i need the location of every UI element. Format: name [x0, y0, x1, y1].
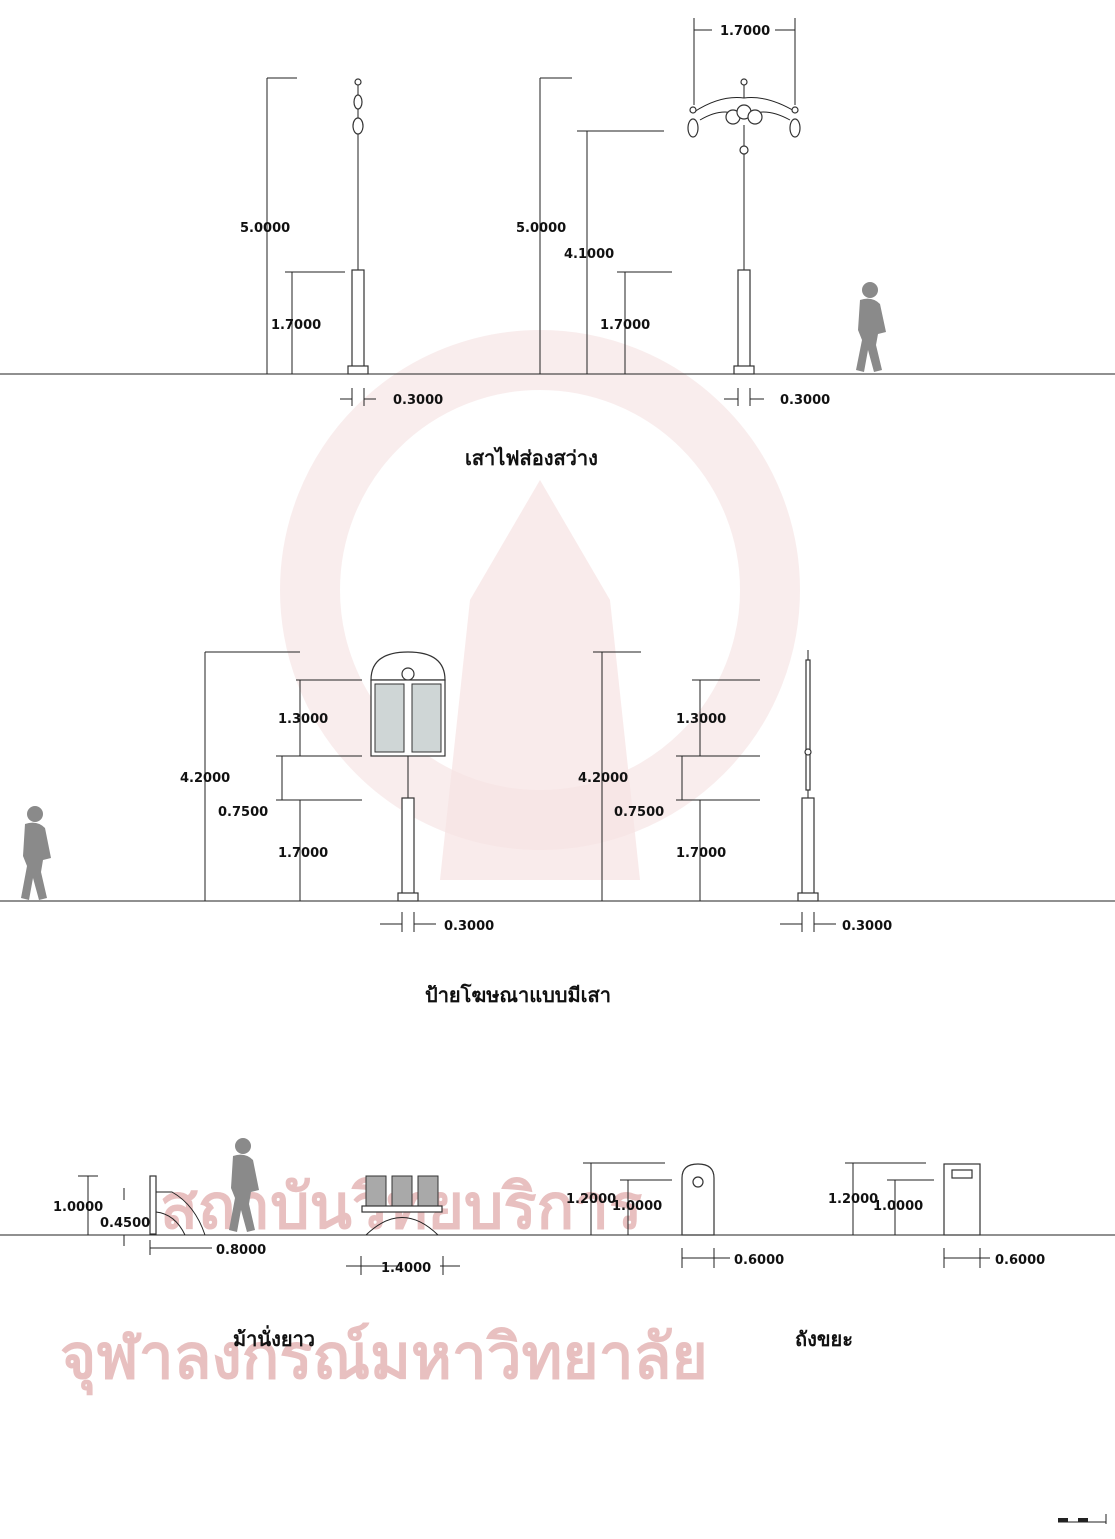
- bin1-body-label: 1.0000: [612, 1199, 662, 1214]
- bin1-height-label: 1.2000: [566, 1192, 616, 1207]
- billboard-1: [370, 651, 446, 902]
- bench1-height-label: 1.0000: [53, 1200, 103, 1215]
- billboard1-panel-label: 1.3000: [278, 712, 328, 727]
- lamp2-base-label: 1.7000: [600, 318, 650, 333]
- billboard1-gap-label: 0.7500: [218, 805, 268, 820]
- bench1-dimensions: [78, 1175, 212, 1255]
- bin2-body-label: 1.0000: [873, 1199, 923, 1214]
- bench-side-view: [149, 1175, 206, 1236]
- caption-lamps: เสาไฟส่องสว่าง: [465, 446, 598, 470]
- billboard1-height-label: 4.2000: [180, 771, 230, 786]
- trash-bin-2: [943, 1163, 981, 1236]
- bench1-seat-label: 0.4500: [100, 1216, 150, 1231]
- bin2-dimensions: [845, 1162, 990, 1268]
- bench2-dimensions: [346, 1256, 460, 1275]
- lamp2-dimensions: [539, 18, 796, 406]
- person-silhouette-icon: [229, 1138, 259, 1232]
- lamp2-arm-label: 4.1000: [564, 247, 614, 262]
- billboard-2: [797, 650, 819, 902]
- watermark-line2: จุฬาลงกรณ์มหาวิทยาลัย: [60, 1320, 708, 1395]
- bin1-dimensions: [583, 1162, 730, 1268]
- billboard2-height-label: 4.2000: [578, 771, 628, 786]
- bin2-height-label: 1.2000: [828, 1192, 878, 1207]
- lamp1-width-label: 0.3000: [393, 393, 443, 408]
- bin2-width-label: 0.6000: [995, 1253, 1045, 1268]
- billboard2-panel-label: 1.3000: [676, 712, 726, 727]
- lamp-post-2: [687, 78, 801, 375]
- billboard2-gap-label: 0.7500: [614, 805, 664, 820]
- caption-bins: ถังขยะ: [795, 1327, 853, 1351]
- lamp2-width-label: 0.3000: [780, 393, 830, 408]
- billboard1-base-label: 1.7000: [278, 846, 328, 861]
- bench2-length-label: 1.4000: [381, 1261, 431, 1276]
- billboard2-width-label: 0.3000: [842, 919, 892, 934]
- caption-billboards: ป้ายโฆษณาแบบมีเสา: [425, 983, 611, 1007]
- watermark: สถาบันวิทยบริการ จุฬาลงกรณ์มหาวิทยาลัย: [60, 330, 800, 1395]
- billboard2-base-label: 1.7000: [676, 846, 726, 861]
- billboard1-dimensions: [204, 651, 436, 932]
- bench1-depth-label: 0.8000: [216, 1243, 266, 1258]
- caption-benches: ม้านั่งยาว: [233, 1324, 315, 1351]
- bin1-width-label: 0.6000: [734, 1253, 784, 1268]
- lamp1-dimensions: [266, 77, 376, 406]
- lamp1-base-label: 1.7000: [271, 318, 321, 333]
- lamp2-span-label: 1.7000: [720, 24, 770, 39]
- billboard1-width-label: 0.3000: [444, 919, 494, 934]
- lamp1-height-label: 5.0000: [240, 221, 290, 236]
- scale-bar: [1058, 1514, 1107, 1524]
- billboard2-dimensions: [593, 651, 836, 932]
- bench-front-view: [361, 1175, 443, 1236]
- lamp2-height-label: 5.0000: [516, 221, 566, 236]
- trash-bin-1: [681, 1163, 715, 1236]
- lamp-post-1: [347, 78, 369, 375]
- person-silhouette-icon: [21, 806, 51, 900]
- person-silhouette-icon: [856, 282, 886, 372]
